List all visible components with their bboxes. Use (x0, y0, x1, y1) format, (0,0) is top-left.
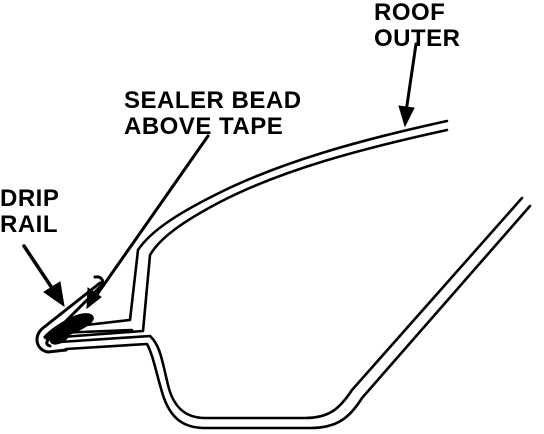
drip-rail-inner-loop (45, 275, 105, 348)
roof-outer-panel (54, 119, 449, 339)
roof-outer-arrowhead (398, 105, 415, 128)
sealer-bead-label: SEALER BEAD ABOVE TAPE (124, 88, 302, 140)
sealer-bead-label-line-1: SEALER BEAD (124, 87, 302, 114)
sealer-bead-core (50, 329, 70, 345)
drip-rail-label: DRIP RAIL (0, 186, 59, 238)
sealer-bead-label-line-2: ABOVE TAPE (124, 113, 284, 140)
roof-inner-panel (58, 196, 532, 430)
roof-outer-label-line-2: OUTER (374, 25, 461, 52)
roof-inner-panel-outer-line (58, 196, 524, 420)
drip-rail-arrow-shaft (22, 244, 54, 290)
sealer-bead-arrowhead (86, 287, 102, 310)
leader-arrows (22, 42, 418, 310)
drip-rail-label-line-1: DRIP (0, 185, 60, 212)
roof-outer-arrow-shaft (404, 42, 418, 114)
drip-rail-label-line-2: RAIL (0, 211, 58, 238)
roof-outer-panel-upper-line (54, 119, 449, 335)
drip-rail (35, 275, 105, 354)
drip-rail-outer-loop (35, 281, 102, 354)
sealer-bead-arrow-shaft (94, 134, 210, 298)
roof-outer-label-line-1: ROOF (374, 0, 446, 26)
drip-rail-arrowhead (43, 281, 65, 308)
roof-inner-panel-inner-line (64, 204, 532, 430)
roof-outer-panel-lower-line (60, 128, 449, 339)
roof-outer-label: ROOF OUTER (374, 0, 461, 52)
